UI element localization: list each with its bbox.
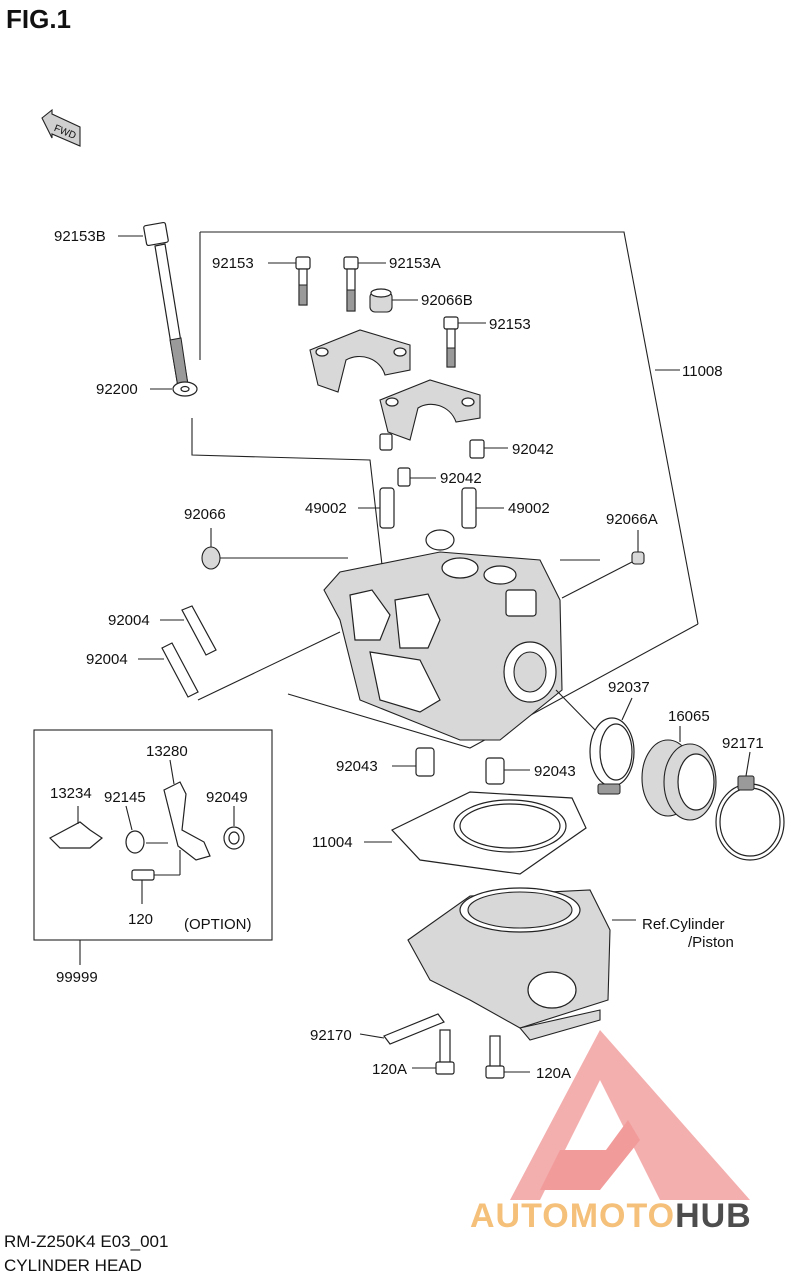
callout-92066B: 92066B <box>421 292 473 309</box>
callout-49002-a: 49002 <box>305 500 347 517</box>
callout-11008: 11008 <box>682 363 723 380</box>
valve-guide-49002-left <box>358 487 395 529</box>
fwd-arrow-icon: FWD <box>41 108 81 147</box>
bolt-92153-left <box>268 256 311 306</box>
callout-120A-a: 120A <box>372 1061 407 1078</box>
callout-49002-b: 49002 <box>508 500 550 517</box>
bolt-120A-right <box>485 1035 530 1079</box>
bolt-120A-left <box>412 1029 455 1075</box>
callout-92153-b: 92153 <box>489 316 531 333</box>
callout-16065: 16065 <box>668 708 710 725</box>
sensor-13234 <box>49 821 104 849</box>
callout-11004: 11004 <box>312 834 353 851</box>
head-gasket-11004 <box>364 791 587 875</box>
dowel-92042-right <box>469 439 508 459</box>
camshaft-holder-lower <box>379 379 481 441</box>
section-name: CYLINDER HEAD <box>4 1256 142 1275</box>
screw-120 <box>131 869 155 881</box>
watermark-text-part1: AUTOMOTO <box>470 1197 676 1235</box>
assembly-leader <box>191 418 387 601</box>
valve-guide-49002-right <box>461 487 504 529</box>
intake-pipe-16065 <box>641 726 717 821</box>
assembly-outline <box>200 231 699 625</box>
stud-92004-upper <box>160 605 217 656</box>
callout-92042-a: 92042 <box>512 441 554 458</box>
dowel-92043-right <box>485 757 530 785</box>
ring-92037 <box>589 697 635 795</box>
bolt-92153A <box>343 256 386 312</box>
watermark-text: AUTOMOTOHUB <box>470 1197 752 1236</box>
clamp-92171 <box>715 751 785 861</box>
callout-92004-b: 92004 <box>86 651 128 668</box>
callout-92066A: 92066A <box>606 511 658 528</box>
lever-13280 <box>163 781 211 861</box>
option-label: (OPTION) <box>184 916 252 933</box>
dowel-92042-left <box>379 433 436 487</box>
cap-92066B <box>369 288 418 313</box>
camshaft-holder-upper <box>309 329 411 393</box>
bolt-92153-right <box>443 316 486 368</box>
callout-ref-cylinder-1: Ref.Cylinder <box>642 916 725 933</box>
dowel-92043-left <box>392 747 435 777</box>
callout-92171: 92171 <box>722 735 764 752</box>
plug-92066 <box>201 528 348 570</box>
callout-92042-b: 92042 <box>440 470 482 487</box>
guide-92170 <box>359 1013 445 1045</box>
callout-92043-a: 92043 <box>336 758 378 775</box>
watermark-logo <box>510 1030 750 1200</box>
callout-13280: 13280 <box>146 743 188 760</box>
callout-13234: 13234 <box>50 785 92 802</box>
callout-120A-b: 120A <box>536 1065 571 1082</box>
figure-title: FIG.1 <box>6 4 72 34</box>
callout-99999: 99999 <box>56 969 98 986</box>
callout-92049: 92049 <box>206 789 248 806</box>
bolt-92153B <box>118 221 189 388</box>
callout-120: 120 <box>128 911 153 928</box>
washer-92200 <box>150 381 198 397</box>
plug-92066A <box>561 530 645 599</box>
callout-92153A: 92153A <box>389 255 441 272</box>
callout-92043-b: 92043 <box>534 763 576 780</box>
callout-92170: 92170 <box>310 1027 352 1044</box>
cylinder-head <box>323 529 601 741</box>
cylinder-reference <box>407 887 636 1041</box>
stud-92004-lower <box>138 631 341 701</box>
callout-92037: 92037 <box>608 679 650 696</box>
callout-92066: 92066 <box>184 506 226 523</box>
assembly-outline-bottom <box>287 623 699 749</box>
callout-92153B: 92153B <box>54 228 106 245</box>
option-kit-box <box>33 729 273 965</box>
model-code: RM-Z250K4 E03_001 <box>4 1232 169 1251</box>
watermark-text-part2: HUB <box>675 1197 752 1235</box>
callout-92145: 92145 <box>104 789 146 806</box>
callout-92153-a: 92153 <box>212 255 254 272</box>
callout-ref-cylinder-2: /Piston <box>688 934 734 951</box>
spring-92145 <box>125 830 145 854</box>
callout-92200: 92200 <box>96 381 138 398</box>
callout-92004-a: 92004 <box>108 612 150 629</box>
